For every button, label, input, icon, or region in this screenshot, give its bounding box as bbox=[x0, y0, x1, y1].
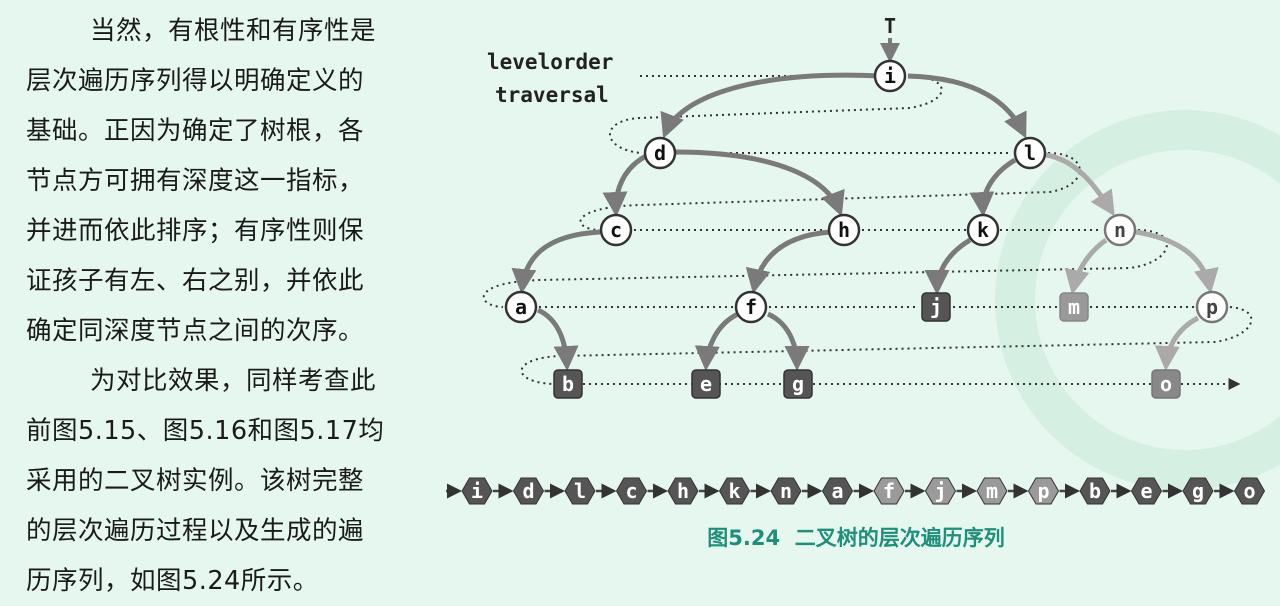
svg-text:g: g bbox=[792, 372, 804, 396]
svg-text:b: b bbox=[562, 372, 574, 396]
node-n: n bbox=[1103, 213, 1137, 247]
svg-text:e: e bbox=[700, 372, 712, 396]
sequence-item-g: g bbox=[1182, 477, 1214, 505]
svg-text:k: k bbox=[977, 218, 989, 242]
svg-text:i: i bbox=[884, 64, 896, 88]
svg-text:a: a bbox=[515, 295, 527, 319]
sequence-label: j bbox=[934, 479, 946, 503]
svg-text:m: m bbox=[1068, 295, 1080, 319]
sequence-label: d bbox=[522, 479, 534, 503]
node-p: p bbox=[1195, 290, 1229, 324]
sequence-label: n bbox=[780, 479, 792, 503]
sequence-label: e bbox=[1140, 479, 1152, 503]
svg-text:o: o bbox=[1160, 372, 1172, 396]
sequence-label: g bbox=[1192, 479, 1204, 503]
sequence-item-b: b bbox=[1079, 477, 1111, 505]
node-k: k bbox=[966, 213, 1000, 247]
svg-text:j: j bbox=[930, 295, 942, 319]
sequence-label: l bbox=[574, 479, 586, 503]
sequence-item-e: e bbox=[1130, 477, 1163, 505]
node-l: l bbox=[1013, 136, 1047, 170]
svg-text:p: p bbox=[1206, 295, 1218, 319]
sequence-item-l: l bbox=[564, 477, 596, 505]
binary-tree-diagram: T levelorder traversal i d l c bbox=[446, 14, 1280, 550]
text-line: 采用的二叉树实例。该树完整 bbox=[26, 466, 365, 496]
text-panel: 当然，有根性和有序性是 层次遍历序列得以明确定义的 基础。正因为确定了树根，各 … bbox=[26, 6, 436, 606]
node-j: j bbox=[921, 292, 951, 322]
text-line: 并进而依此排序；有序性则保 bbox=[26, 216, 365, 246]
node-i: i bbox=[873, 59, 907, 93]
sequence-item-p: p bbox=[1027, 477, 1060, 505]
sequence-label: c bbox=[625, 479, 637, 503]
sequence-item-a: a bbox=[821, 477, 854, 505]
text-line: 当然，有根性和有序性是 bbox=[90, 16, 377, 46]
svg-text:n: n bbox=[1114, 218, 1126, 242]
watermark bbox=[995, 110, 1280, 490]
sequence-item-o: o bbox=[1233, 477, 1266, 505]
sequence-item-i: i bbox=[461, 477, 493, 505]
svg-text:h: h bbox=[838, 218, 850, 242]
text-line: 层次遍历序列得以明确定义的 bbox=[26, 66, 365, 96]
sequence-item-k: k bbox=[718, 477, 751, 505]
sequence-label: o bbox=[1243, 479, 1255, 503]
sequence-item-d: d bbox=[512, 477, 545, 505]
node-o: o bbox=[1151, 369, 1181, 399]
tree-edges-faded bbox=[1045, 152, 1219, 371]
sequence-label: h bbox=[677, 479, 689, 503]
text-line: 证孩子有左、右之别，并依此 bbox=[26, 266, 365, 296]
node-b: b bbox=[553, 369, 583, 399]
text-line: 的层次遍历过程以及生成的遍 bbox=[26, 516, 365, 546]
sequence-label: a bbox=[831, 479, 843, 503]
figure-caption: 图5.24 二叉树的层次遍历序列 bbox=[707, 526, 1004, 550]
sequence-label: p bbox=[1037, 479, 1049, 503]
root-pointer-label: T bbox=[884, 14, 896, 38]
node-m: m bbox=[1059, 292, 1089, 322]
sequence-label: i bbox=[471, 479, 483, 503]
node-c: c bbox=[599, 213, 633, 247]
svg-text:c: c bbox=[610, 218, 622, 242]
sequence-item-m: m bbox=[976, 477, 1008, 505]
sequence-item-f: f bbox=[873, 477, 905, 505]
node-g: g bbox=[783, 369, 813, 399]
traversal-label-line1: levelorder bbox=[487, 50, 613, 74]
node-a: a bbox=[504, 290, 538, 324]
node-f: f bbox=[734, 290, 768, 324]
sequence-item-j: j bbox=[924, 477, 957, 505]
text-line: 前图5.15、图5.16和图5.17均 bbox=[26, 416, 385, 446]
node-h: h bbox=[827, 213, 861, 247]
sequence-label: k bbox=[728, 479, 740, 503]
sequence-item-n: n bbox=[770, 477, 802, 505]
svg-text:f: f bbox=[745, 295, 757, 319]
node-d: d bbox=[643, 136, 677, 170]
svg-text:d: d bbox=[654, 141, 666, 165]
node-e: e bbox=[691, 369, 721, 399]
sequence-label: f bbox=[883, 479, 895, 503]
sequence-item-c: c bbox=[615, 477, 648, 505]
text-line: 确定同深度节点之间的次序。 bbox=[26, 316, 365, 346]
sequence-label: m bbox=[986, 479, 998, 503]
text-line: 基础。正因为确定了树根，各 bbox=[26, 116, 365, 146]
text-line: 节点方可拥有深度这一指标， bbox=[26, 166, 365, 196]
tree-edges bbox=[511, 72, 1027, 371]
sequence-item-h: h bbox=[667, 477, 699, 505]
traversal-label-line2: traversal bbox=[495, 83, 609, 107]
sequence-label: b bbox=[1089, 479, 1101, 503]
svg-text:l: l bbox=[1024, 141, 1036, 165]
text-line: 为对比效果，同样考查此 bbox=[90, 366, 377, 396]
